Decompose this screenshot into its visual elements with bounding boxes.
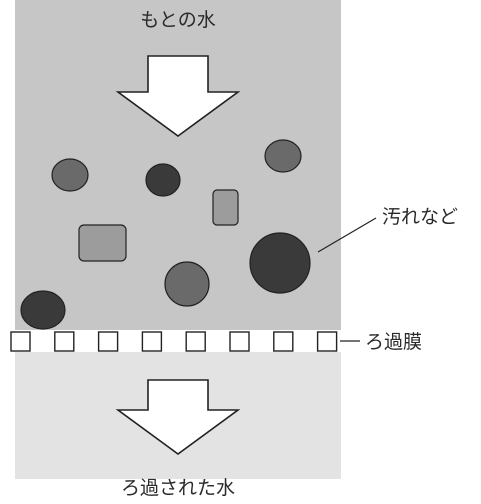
membrane-pore [141, 331, 163, 352]
particle [264, 139, 302, 173]
down-arrow-icon [115, 55, 241, 137]
filtered-water-label: ろ過された水 [120, 477, 236, 499]
membrane-pore [229, 331, 250, 352]
source-water-label: もとの水 [140, 9, 216, 31]
particle [249, 232, 311, 294]
membrane-band [15, 330, 341, 352]
membrane-label: ろ過膜 [365, 331, 423, 353]
particle [145, 163, 181, 197]
particle [51, 158, 89, 192]
down-arrow-icon [115, 379, 241, 455]
particle [164, 261, 210, 307]
membrane-pore [185, 331, 206, 352]
membrane-pore [273, 331, 294, 352]
membrane-pore [97, 331, 119, 352]
membrane-pore [316, 331, 338, 352]
contaminants-leader-line [317, 217, 377, 253]
membrane-pores [10, 331, 338, 352]
membrane-pore [54, 331, 75, 352]
particle [78, 224, 127, 262]
contaminant-particles [20, 139, 311, 330]
particle [20, 290, 66, 330]
particle [212, 189, 239, 226]
contaminants-label: 汚れなど [382, 206, 459, 228]
membrane-pore [10, 331, 31, 352]
